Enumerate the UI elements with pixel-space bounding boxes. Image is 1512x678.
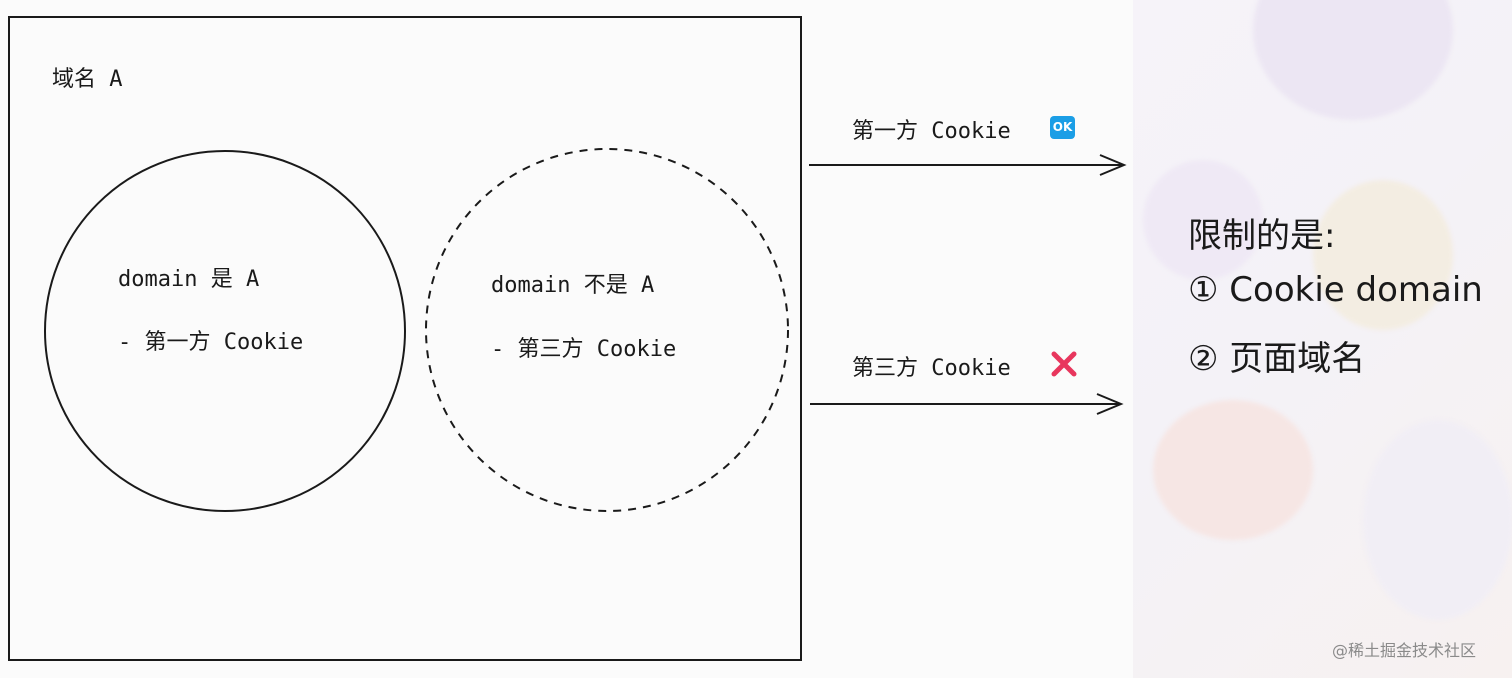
cross-mark-icon — [1051, 351, 1077, 377]
first-party-circle — [44, 150, 406, 512]
third-party-circle — [425, 148, 789, 512]
first-party-circle-line1: domain 是 A — [118, 267, 260, 292]
domain-box-title: 域名 A — [52, 67, 123, 92]
first-party-circle-line2: - 第一方 Cookie — [118, 330, 304, 355]
restriction-item: ② 页面域名 — [1188, 339, 1366, 379]
background-blob — [1153, 400, 1313, 540]
background-blob — [1363, 420, 1512, 620]
ok-button-icon: OK — [1050, 116, 1075, 139]
third-party-arrow — [810, 393, 1124, 415]
third-party-circle-line1: domain 不是 A — [491, 273, 655, 298]
background-blob — [1143, 160, 1263, 280]
background-artwork — [1133, 0, 1512, 678]
domain-box — [8, 16, 802, 661]
third-party-arrow-label: 第三方 Cookie — [852, 356, 1011, 381]
first-party-arrow — [809, 154, 1127, 176]
watermark: @稀土掘金技术社区 — [1332, 641, 1477, 660]
background-blob — [1313, 180, 1453, 330]
first-party-arrow-label: 第一方 Cookie — [852, 119, 1011, 144]
third-party-circle-line2: - 第三方 Cookie — [491, 337, 677, 362]
restriction-heading: 限制的是: — [1188, 216, 1336, 256]
restriction-item: ① Cookie domain — [1188, 270, 1483, 310]
